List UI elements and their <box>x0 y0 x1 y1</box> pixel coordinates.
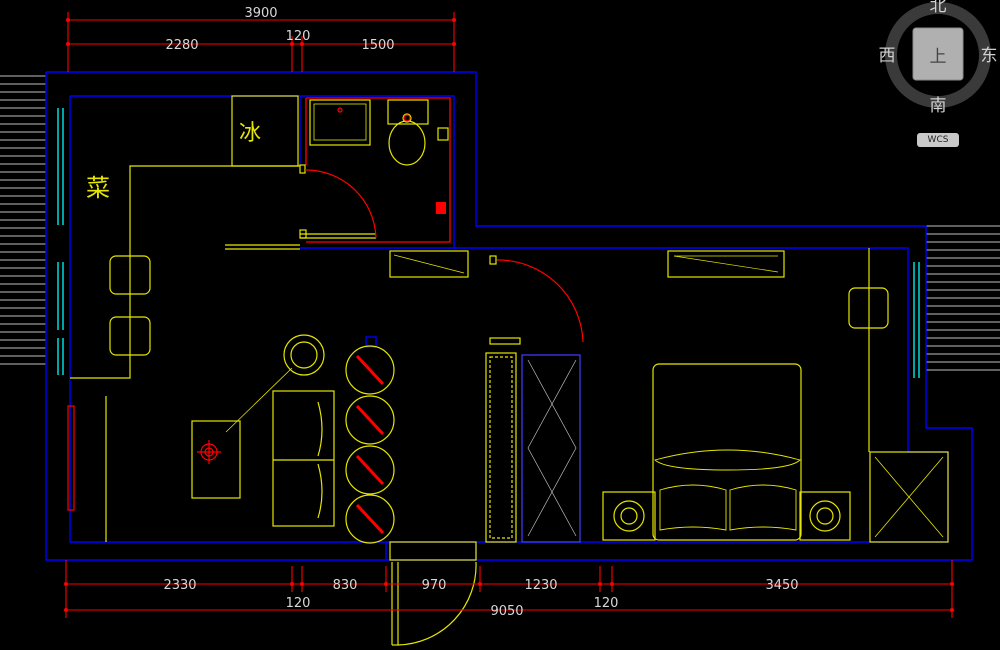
sofa <box>272 390 335 527</box>
tv-cabinet-right <box>667 250 785 278</box>
compass-east[interactable]: 东 <box>981 46 998 66</box>
bathroom-door-arc <box>304 169 377 239</box>
nightstand-left <box>602 491 656 541</box>
stool <box>109 255 151 295</box>
floor-lamp <box>283 334 325 376</box>
bedroom-door-arc <box>496 259 584 343</box>
dimension-ticks <box>64 18 954 612</box>
compass-west[interactable]: 西 <box>879 46 896 66</box>
compass-south[interactable]: 南 <box>930 96 947 116</box>
toilet-tank <box>387 99 429 125</box>
dim-bottom-120-left: 120 <box>286 596 311 611</box>
dim-top-total: 3900 <box>244 6 277 21</box>
wardrobe-left <box>485 352 517 543</box>
compass-north[interactable]: 北 <box>930 0 947 16</box>
dim-bottom-120-right: 120 <box>594 596 619 611</box>
bathroom-sink <box>309 99 371 146</box>
bathroom-walls <box>305 97 451 243</box>
dim-bottom-4: 1230 <box>524 578 557 593</box>
walls <box>45 71 973 561</box>
dim-top-left: 2280 <box>165 38 198 53</box>
stool <box>109 316 151 356</box>
kitchen-counter <box>70 165 300 379</box>
dim-bottom-1: 2330 <box>163 578 196 593</box>
windows <box>57 108 920 378</box>
toilet-bowl <box>388 120 426 166</box>
dining-chairs <box>345 345 395 544</box>
cabinet-right <box>869 451 949 543</box>
doors <box>197 107 584 646</box>
tv-cabinet-left <box>389 250 469 278</box>
nightstand-right <box>799 491 851 541</box>
furniture <box>67 95 949 646</box>
kitchen-label: 菜 <box>86 174 110 202</box>
dim-bottom-3: 970 <box>422 578 447 593</box>
compass-center-label: 上 <box>930 47 947 67</box>
wcs-button[interactable]: WCS <box>917 133 959 147</box>
view-compass[interactable]: 上 北 南 西 东 <box>879 0 998 116</box>
fridge <box>231 95 299 167</box>
fridge-label: 冰 <box>239 121 261 146</box>
left-stair-hatch <box>0 75 46 365</box>
dim-bottom-total: 9050 <box>490 604 523 619</box>
viewcube-top-face <box>912 27 964 81</box>
dim-top-mid: 120 <box>286 29 311 44</box>
dim-bottom-5: 3450 <box>765 578 798 593</box>
dim-top-right: 1500 <box>361 38 394 53</box>
wardrobe-right <box>521 354 581 543</box>
side-table <box>191 420 241 499</box>
dimension-lines <box>65 12 953 618</box>
bed <box>652 363 802 541</box>
dim-bottom-2: 830 <box>333 578 358 593</box>
right-stair-hatch <box>926 225 1000 371</box>
entry-door-arc <box>397 561 477 646</box>
